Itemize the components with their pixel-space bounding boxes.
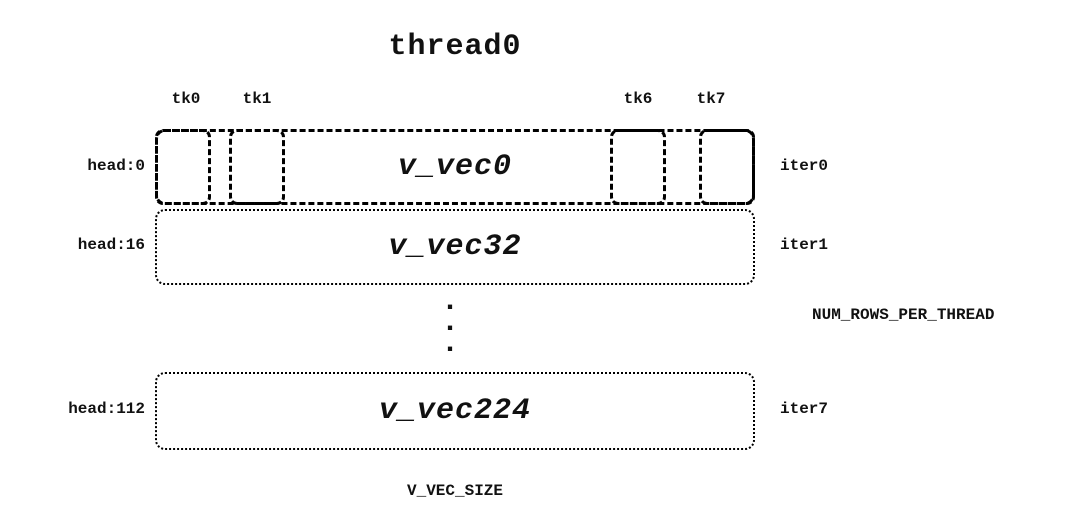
tk0-label: tk0 — [171, 90, 201, 108]
head-label-iter0: head:0 — [87, 157, 145, 175]
head-label-iter7: head:112 — [68, 400, 145, 418]
tk7-box — [699, 129, 755, 205]
tk0-box — [155, 129, 211, 205]
iter1-label: iter1 — [780, 236, 829, 254]
vertical-ellipsis: . . . — [437, 285, 463, 361]
tk6-label: tk6 — [623, 90, 653, 108]
num-rows-per-thread-label: NUM_ROWS_PER_THREAD — [812, 306, 995, 324]
row-box-iter7: v_vec224 — [155, 372, 755, 450]
tk1-label: tk1 — [242, 90, 272, 108]
vec-label-iter1: v_vec32 — [388, 230, 522, 264]
tk1-box — [229, 129, 285, 205]
vec-label-iter0: v_vec0 — [397, 150, 513, 184]
tk6-box — [610, 129, 666, 205]
iter0-label: iter0 — [780, 157, 829, 175]
ellipsis-dot: . — [440, 285, 459, 319]
ellipsis-dot: . — [440, 327, 459, 361]
head-label-iter1: head:16 — [77, 236, 145, 254]
ellipsis-dot: . — [440, 306, 459, 340]
vec-label-iter7: v_vec224 — [378, 394, 532, 428]
iter7-label: iter7 — [780, 400, 829, 418]
row-box-iter1: v_vec32 — [155, 209, 755, 285]
diagram-title: thread0 — [388, 30, 522, 64]
v-vec-size-label: V_VEC_SIZE — [406, 482, 503, 500]
tk7-label: tk7 — [696, 90, 726, 108]
